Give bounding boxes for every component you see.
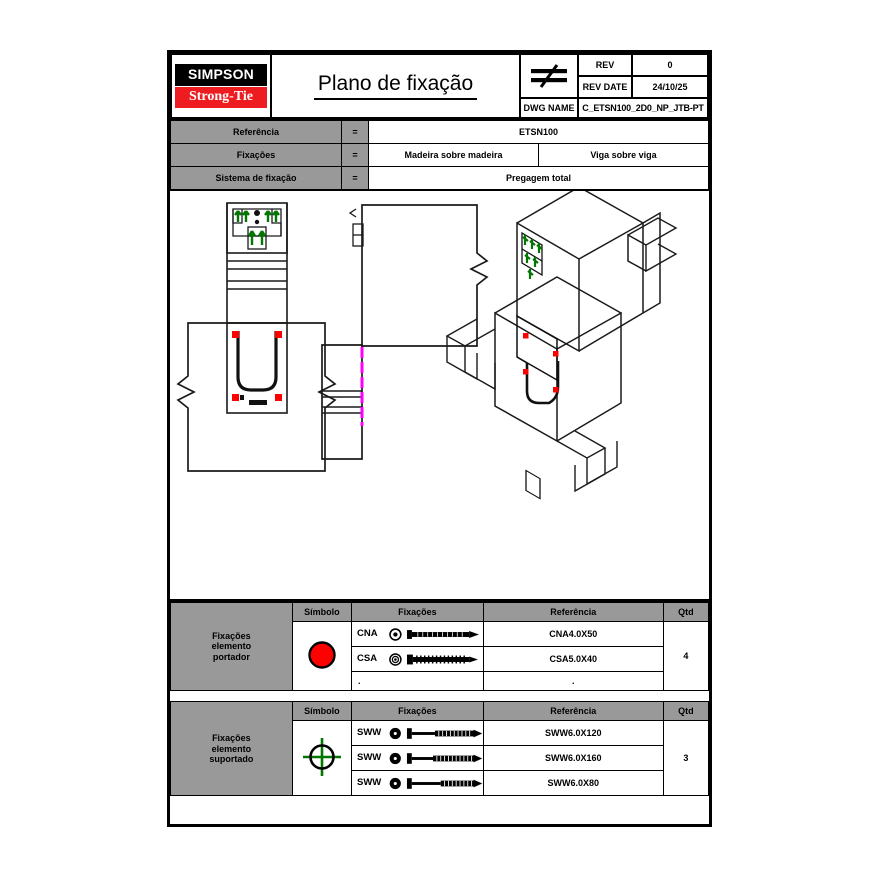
group-label-supported: Fixações elemento suportado [170, 701, 293, 797]
table-row: CSA CSA5.0X40 [171, 646, 709, 672]
table-header-row: Fixações elemento suportado Símbolo Fixa… [170, 701, 710, 797]
info-value-sistema: Pregagem total [368, 166, 709, 190]
single-ring-nail-head-icon [389, 627, 402, 641]
referencia-csa: CSA5.0X40 [482, 646, 664, 672]
fixacao-cell-csa: CSA [351, 646, 484, 672]
info-label-sistema: Sistema de fixação [170, 166, 342, 190]
info-label-fixacoes: Fixações [170, 143, 342, 167]
info-label-referencia: Referência [170, 120, 342, 144]
washer-head-icon [389, 777, 401, 789]
info-eq-sistema: = [341, 166, 369, 190]
info-row-fixacoes: Fixações = Madeira sobre madeira Viga so… [170, 143, 709, 167]
fixacao-cell-cna: CNA [351, 621, 484, 647]
table-gap [170, 691, 709, 702]
group-label-line-2: elemento [211, 743, 252, 754]
group-label-line-2: elemento [211, 641, 252, 652]
group-label-line-1: Fixações [212, 630, 251, 641]
header-referencia: Referência [482, 602, 664, 622]
rev-label: REV [577, 52, 633, 78]
washer-head-icon [389, 752, 401, 764]
fastener-code: CSA [357, 652, 378, 664]
dwg-name-label: DWG NAME [519, 97, 579, 120]
rev-value: 0 [631, 52, 709, 78]
fixacao-cell-empty: . [351, 671, 484, 691]
fastener-table-carrier: Fixações elemento portador Símbolo Fixaç… [170, 602, 710, 691]
header-qtd: Qtd [662, 602, 710, 622]
logo-simpson-text: SIMPSON [175, 64, 267, 86]
header-simbolo: Símbolo [291, 701, 353, 722]
info-eq-referencia: = [341, 120, 369, 144]
table-row: SWW SWW6.0X80 [171, 770, 709, 797]
technical-drawing-svg [176, 191, 678, 500]
info-row-sistema: Sistema de fixação = Pregagem total [170, 166, 709, 190]
header-fixacoes: Fixações [351, 701, 484, 722]
referencia-empty: . [482, 671, 664, 691]
header-simbolo: Símbolo [291, 602, 353, 622]
fixacao-cell-sww-2: SWW [351, 745, 484, 772]
fastener-code-empty: . [358, 675, 361, 686]
isometric-exploded-view [445, 191, 678, 500]
table-header-row: Fixações elemento portador Símbolo Fixaç… [170, 602, 710, 691]
table-row: CNA CNA4.0X50 4 [171, 621, 710, 691]
carrier-fastener-markers-elevation [232, 331, 282, 401]
qtd-carrier: 4 [662, 621, 710, 691]
carrier-fastener-markers-iso [523, 333, 559, 393]
supported-fastener-markers-elevation [234, 210, 280, 245]
info-eq-fixacoes: = [341, 143, 369, 167]
page-title: Plano de fixação [270, 53, 521, 120]
logo-strongtie-text: Strong-Tie [175, 86, 267, 108]
supported-fastener-markers-iso [522, 235, 543, 279]
rev-date-value: 24/10/25 [631, 75, 709, 100]
front-elevation-view [176, 202, 337, 472]
info-value-fixacoes-2: Viga sobre viga [538, 143, 709, 167]
group-label-line-3: portador [212, 651, 250, 662]
partial-thread-screw-icon [406, 778, 482, 789]
first-angle-projection-icon [519, 52, 579, 100]
red-circle-svg [308, 641, 336, 669]
fastener-code: SWW [357, 726, 382, 738]
crosshair-svg [302, 738, 341, 777]
double-ring-nail-head-icon [389, 652, 402, 666]
dwg-name-value: C_ETSN100_2D0_NP_JTB-PT [577, 97, 709, 120]
table-row: SWW SWW6.0X120 [171, 720, 710, 797]
qtd-supported: 3 [662, 720, 710, 797]
red-filled-circle-icon [291, 621, 353, 691]
rev-date-label: REV DATE [577, 75, 633, 100]
info-row-referencia: Referência = ETSN100 [170, 120, 709, 144]
drawing-canvas [170, 190, 709, 602]
referencia-cna: CNA4.0X50 [482, 621, 664, 647]
fastener-code: CNA [357, 627, 378, 639]
fixacao-cell-sww-3: SWW [351, 770, 484, 797]
group-label-line-3: suportado [209, 754, 254, 765]
info-table: Referência = ETSN100 Fixações = Madeira … [170, 120, 709, 190]
referencia-sww-1: SWW6.0X120 [482, 720, 664, 747]
group-label-carrier: Fixações elemento portador [170, 602, 293, 691]
fastener-code: SWW [357, 776, 382, 788]
table-row: . . [171, 671, 709, 691]
referencia-sww-3: SWW6.0X80 [482, 770, 664, 797]
info-value-referencia: ETSN100 [368, 120, 709, 144]
group-label-line-1: Fixações [212, 733, 251, 744]
side-section-view [321, 204, 489, 460]
spacer [170, 691, 709, 701]
fixacao-cell-sww-1: SWW [351, 720, 484, 747]
page-title-text: Plano de fixação [313, 72, 478, 100]
fastener-table-supported: Fixações elemento suportado Símbolo Fixa… [170, 701, 710, 797]
header-referencia: Referência [482, 701, 664, 722]
header-fixacoes: Fixações [351, 602, 484, 622]
referencia-sww-2: SWW6.0X160 [482, 745, 664, 772]
info-value-fixacoes-1: Madeira sobre madeira [368, 143, 539, 167]
title-block: SIMPSON Strong-Tie Plano de fixação REV … [170, 52, 709, 120]
ring-shank-nail-icon [406, 654, 478, 664]
smooth-shank-nail-icon [406, 629, 479, 639]
partial-thread-screw-icon [406, 728, 482, 739]
header-qtd: Qtd [662, 701, 710, 722]
green-crosshair-circle-icon [291, 720, 353, 797]
projection-symbol-svg [531, 64, 567, 88]
washer-head-icon [389, 727, 401, 739]
partial-thread-screw-icon [406, 753, 482, 764]
simpson-strongtie-logo: SIMPSON Strong-Tie [170, 53, 272, 120]
fastener-code: SWW [357, 751, 382, 763]
drawing-sheet: SIMPSON Strong-Tie Plano de fixação REV … [167, 50, 712, 827]
